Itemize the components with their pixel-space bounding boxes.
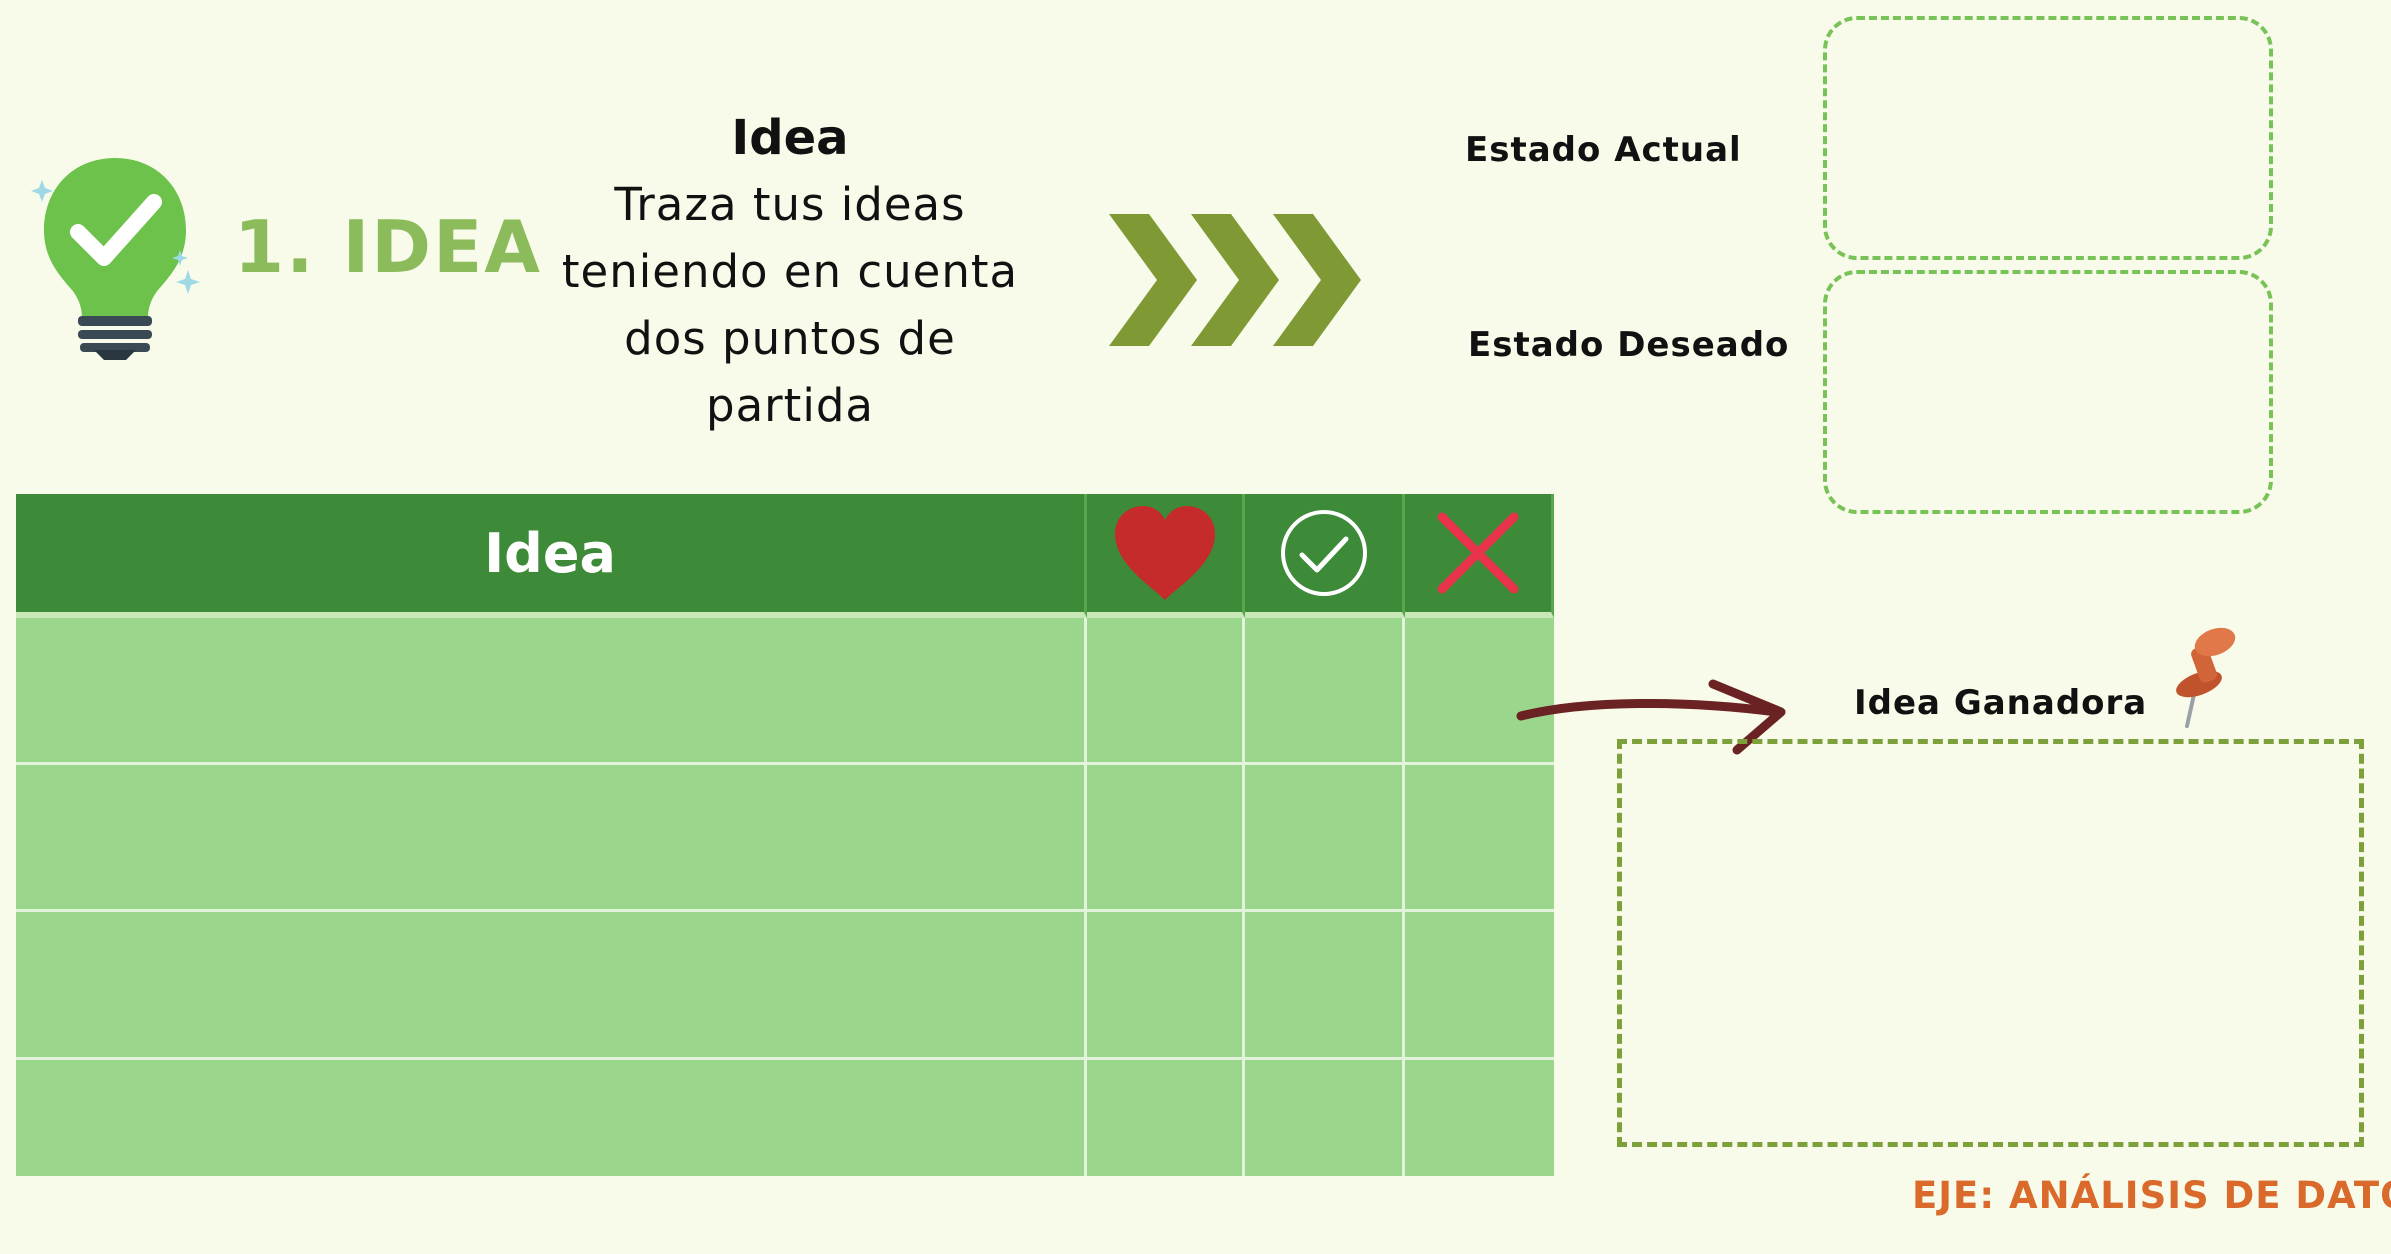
love-cell-row2[interactable] bbox=[1087, 765, 1245, 912]
table-header-reject bbox=[1405, 494, 1554, 618]
reject-cell-row1[interactable] bbox=[1405, 618, 1554, 765]
reject-cell-row4[interactable] bbox=[1405, 1060, 1554, 1176]
x-mark-icon bbox=[1437, 512, 1519, 594]
ideas-table: Idea bbox=[16, 494, 1554, 1176]
table-header-approve bbox=[1245, 494, 1405, 618]
reject-cell-row2[interactable] bbox=[1405, 765, 1554, 912]
intro-block: Idea Traza tus ideas teniendo en cuenta … bbox=[560, 105, 1020, 439]
idea-cell-row3[interactable] bbox=[16, 912, 1087, 1060]
desired-state-label: Estado Deseado bbox=[1468, 325, 1790, 365]
winner-idea-label: Idea Ganadora bbox=[1854, 683, 2148, 723]
current-state-label: Estado Actual bbox=[1465, 130, 1742, 170]
push-pin-icon bbox=[2176, 627, 2236, 728]
approve-cell-row4[interactable] bbox=[1245, 1060, 1405, 1176]
winner-idea-box[interactable] bbox=[1617, 739, 2364, 1147]
intro-line: Traza tus ideas bbox=[614, 178, 966, 231]
approve-cell-row3[interactable] bbox=[1245, 912, 1405, 1060]
love-cell-row1[interactable] bbox=[1087, 618, 1245, 765]
lightbulb-check-icon bbox=[31, 158, 200, 360]
approve-cell-row1[interactable] bbox=[1245, 618, 1405, 765]
love-cell-row3[interactable] bbox=[1087, 912, 1245, 1060]
current-state-box[interactable] bbox=[1823, 16, 2273, 260]
intro-line: dos puntos de bbox=[624, 312, 956, 365]
love-cell-row4[interactable] bbox=[1087, 1060, 1245, 1176]
idea-cell-row1[interactable] bbox=[16, 618, 1087, 765]
desired-state-box[interactable] bbox=[1823, 270, 2273, 514]
idea-cell-row2[interactable] bbox=[16, 765, 1087, 912]
arrow-icon bbox=[1516, 679, 1786, 755]
idea-cell-row4[interactable] bbox=[16, 1060, 1087, 1176]
table-header-idea: Idea bbox=[16, 494, 1087, 618]
triple-chevron-icon bbox=[1109, 214, 1361, 346]
intro-line: teniendo en cuenta bbox=[561, 245, 1019, 298]
approve-cell-row2[interactable] bbox=[1245, 765, 1405, 912]
check-circle-icon bbox=[1280, 510, 1367, 596]
step-title: 1. IDEA bbox=[234, 205, 542, 289]
table-header-love bbox=[1087, 494, 1245, 618]
table-header-label: Idea bbox=[484, 521, 616, 585]
intro-heading: Idea bbox=[731, 110, 849, 166]
intro-body: Traza tus ideas teniendo en cuenta dos p… bbox=[560, 171, 1020, 439]
heart-icon bbox=[1114, 506, 1215, 600]
footer-axis-label: EJE: ANÁLISIS DE DATOS bbox=[1912, 1174, 2391, 1217]
intro-line: partida bbox=[706, 379, 874, 432]
reject-cell-row3[interactable] bbox=[1405, 912, 1554, 1060]
